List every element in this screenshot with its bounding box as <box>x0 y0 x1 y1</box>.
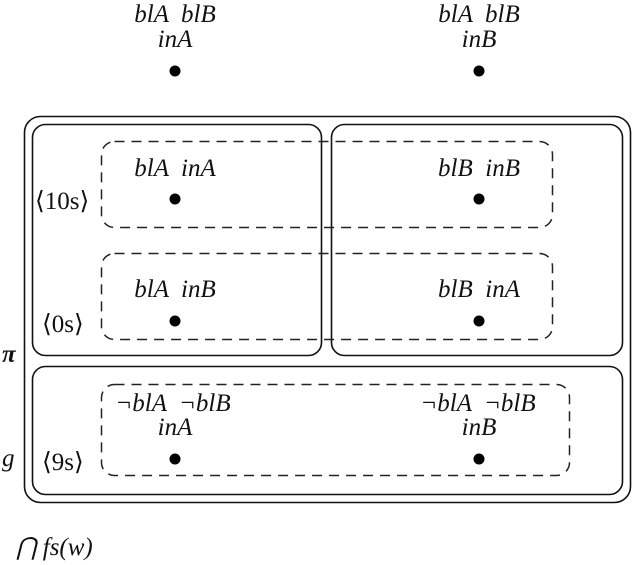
time-box-9s <box>100 383 571 477</box>
g-cell <box>31 365 624 496</box>
pi-partition-label: π <box>2 341 17 368</box>
world-blA-inA: blA inA <box>134 155 216 205</box>
time-label-9s: ⟨9s⟩ <box>42 449 84 476</box>
world-blB-inB: blB inB <box>438 155 520 205</box>
intersection-fs-w-label: ⋂ fs(w) <box>16 534 93 561</box>
world-dot <box>169 65 181 77</box>
world-dot <box>473 65 485 77</box>
world-label: blA inA <box>134 155 216 182</box>
world-dot <box>473 315 485 327</box>
pi-cell-right <box>330 123 624 357</box>
time-label-10s: ⟨10s⟩ <box>35 188 89 215</box>
world-label-line2: inB <box>462 26 497 53</box>
world-blB-inA: blB inA <box>438 276 521 327</box>
world-label-line2: inA <box>158 414 193 441</box>
world-label: blA inB <box>134 276 215 303</box>
world-notblA-notblB-inA: ¬blA ¬blB inA <box>115 390 231 465</box>
world-label-line1: ¬blA ¬blB <box>115 390 230 417</box>
world-dot <box>473 453 485 465</box>
time-label-0s: ⟨0s⟩ <box>42 311 84 338</box>
world-label-line2: inB <box>462 414 497 441</box>
world-dot <box>169 315 181 327</box>
world-dot <box>169 453 181 465</box>
world-label-line1: ¬blA ¬blB <box>420 390 535 417</box>
time-box-0s <box>100 252 554 341</box>
g-partition-label: g <box>2 445 15 472</box>
world-dot <box>169 193 181 205</box>
world-dot <box>473 193 485 205</box>
top-world-1: blA blB inA <box>134 1 216 77</box>
world-notblA-notblB-inB: ¬blA ¬blB inB <box>420 390 536 465</box>
world-label-line2: inA <box>158 26 193 53</box>
world-label: blB inB <box>438 155 520 182</box>
time-box-10s <box>100 140 554 229</box>
world-blA-inB: blA inB <box>134 276 216 327</box>
top-world-2: blA blB inB <box>438 1 520 77</box>
world-label: blB inA <box>438 276 521 303</box>
world-label-line1: blA blB <box>134 1 215 28</box>
pi-cell-left <box>31 123 323 357</box>
outer-box-fs-w <box>23 115 632 504</box>
world-label-line1: blA blB <box>438 1 519 28</box>
